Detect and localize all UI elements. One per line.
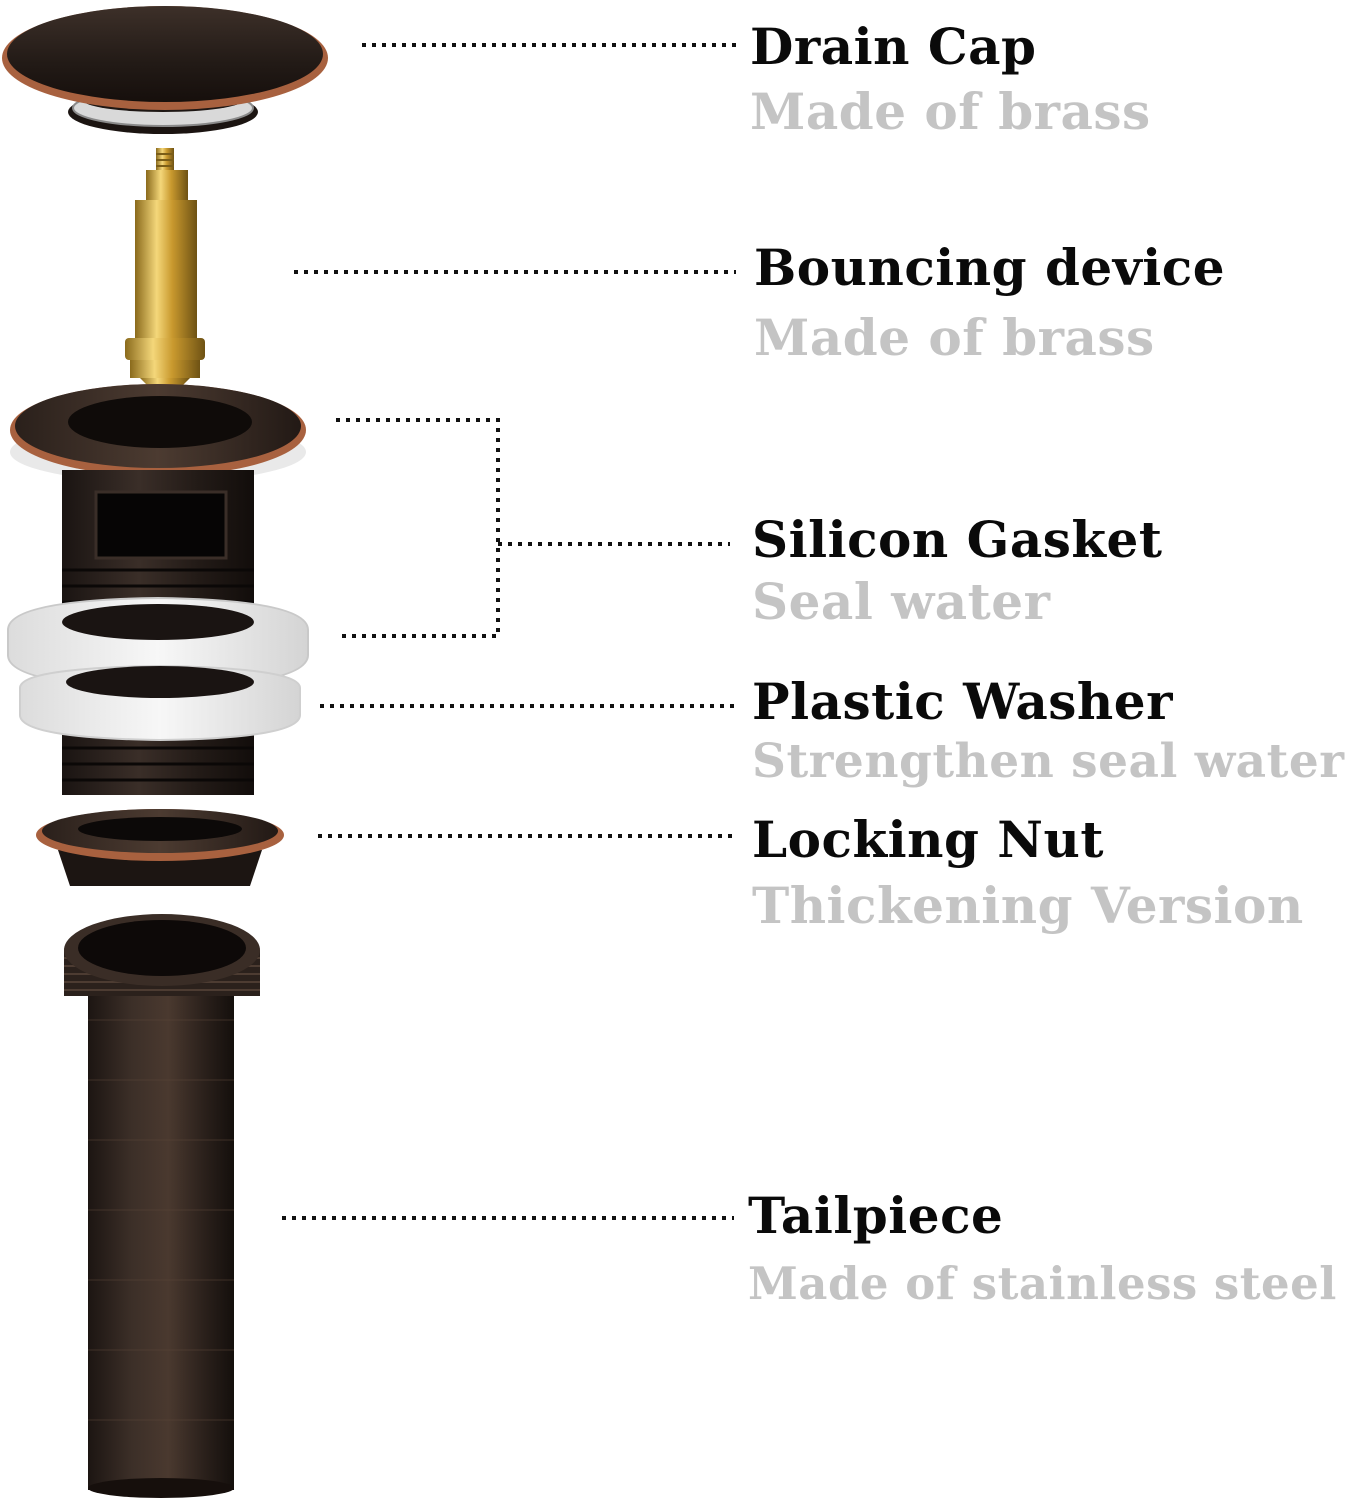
locking-nut-subtitle: Thickening Version [752, 876, 1304, 935]
drain-cap-title: Drain Cap [750, 17, 1037, 76]
plastic-washer-shape [19, 664, 301, 742]
leader-lines [282, 43, 736, 1220]
bouncing-device-subtitle: Made of brass [754, 308, 1155, 367]
tailpiece-subtitle: Made of stainless steel [748, 1257, 1337, 1310]
silicon-gasket-shape [7, 596, 309, 690]
bouncing-device-title: Bouncing device [754, 238, 1226, 297]
plastic-washer-subtitle: Strengthen seal water [752, 734, 1345, 789]
drain-cap-shape [2, 6, 328, 134]
plastic-washer-title: Plastic Washer [752, 672, 1173, 731]
bouncing-device-shape [125, 148, 205, 398]
locking-nut-shape [36, 809, 284, 886]
locking-nut-title: Locking Nut [752, 810, 1104, 869]
silicon-gasket-subtitle: Seal water [752, 572, 1051, 631]
leader-silicon-gasket-bracket [336, 418, 500, 638]
tailpiece-title: Tailpiece [748, 1186, 1004, 1245]
silicon-gasket-title: Silicon Gasket [752, 510, 1163, 569]
tailpiece-shape [64, 914, 260, 1498]
drain-cap-subtitle: Made of brass [750, 82, 1151, 141]
drain-body-shape [10, 384, 306, 795]
